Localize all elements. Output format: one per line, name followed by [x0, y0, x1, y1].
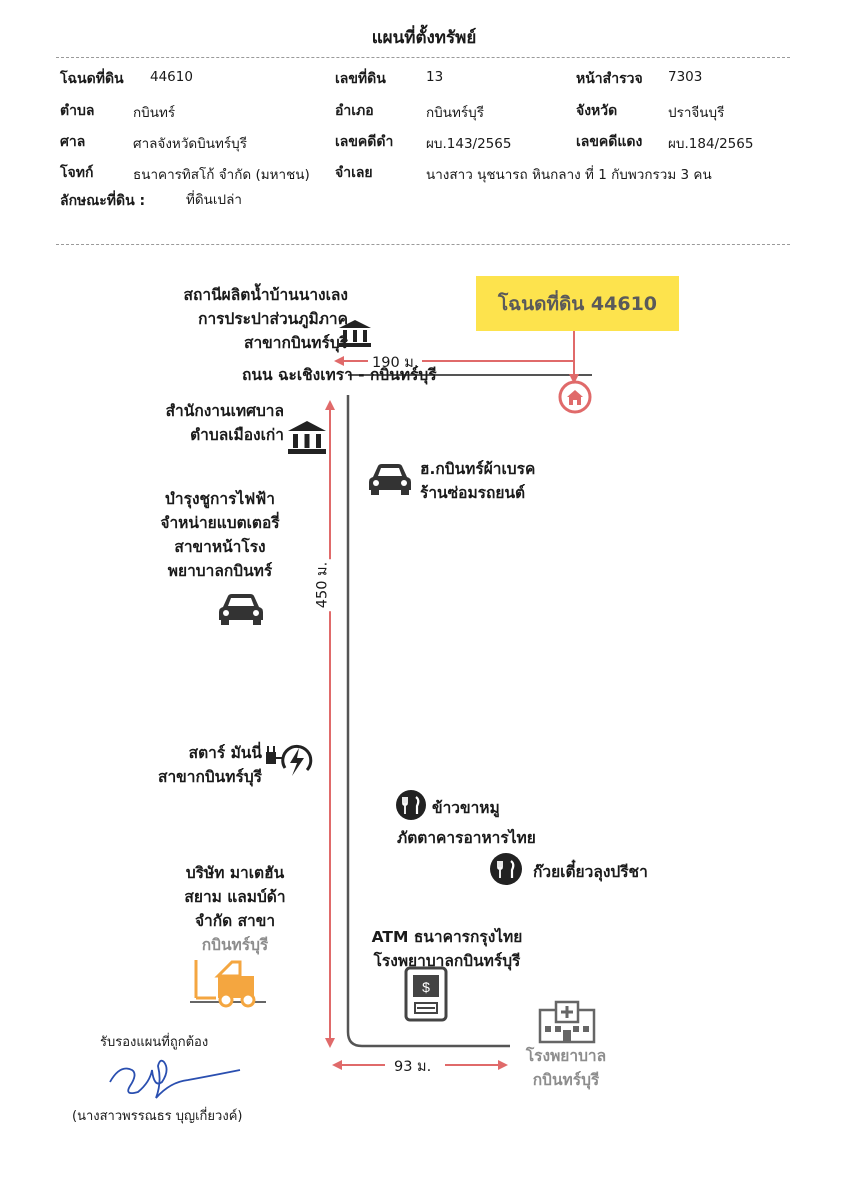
landmark-line: สตาร์ มันนี่	[188, 744, 262, 762]
landmark-line: กบินทร์บุรี	[532, 1071, 600, 1089]
restaurant-icon	[490, 853, 522, 885]
landmark-line: จำกัด สาขา	[194, 912, 276, 930]
charging-plug-icon	[266, 744, 313, 776]
landmark-noodle-shop: ก๊วยเตี๋ยวลุงปรีชา	[533, 863, 648, 881]
landmark-line: ฮ.กบินทร์ผ้าเบรค	[420, 460, 536, 478]
deed-label: โฉนดที่ดิน	[60, 71, 124, 87]
forklift-icon	[190, 960, 266, 1008]
top-divider	[56, 57, 790, 58]
page-title: แผนที่ตั้งทรัพย์	[371, 28, 477, 48]
landmark-star-money: สตาร์ มันนี่ สาขากบินทร์บุรี	[110, 741, 262, 789]
black-case-value: ผบ.143/2565	[426, 136, 512, 152]
landmark-line: การประปาส่วนภูมิภาค	[198, 310, 348, 328]
road-lines	[346, 374, 592, 1048]
svg-text:$: $	[422, 979, 430, 995]
landmark-atm: ATM ธนาคารกรุงไทย โรงพยาบาลกบินทร์บุรี	[362, 925, 532, 973]
plaintiff-value: ธนาคารทิสโก้ จำกัด (มหาชน)	[133, 167, 310, 183]
landmark-battery-shop: บำรุงชูการไฟฟ้า จำหน่ายแบตเตอรี่ สาขาหน้…	[130, 487, 310, 583]
land-type-value: ที่ดินเปล่า	[186, 192, 242, 208]
landmark-khao-kha-mu: ข้าวขาหมู	[432, 799, 500, 817]
restaurant-icon	[396, 790, 426, 820]
survey-value: 7303	[668, 69, 703, 85]
landmark-line: สาขาหน้าโรง	[174, 538, 266, 556]
house-marker-icon	[558, 380, 592, 414]
landmark-line: บริษัท มาเตฮัน	[185, 864, 285, 882]
red-case-label: เลขคดีแดง	[576, 134, 643, 150]
certify-text: รับรองแผนที่ถูกต้อง	[100, 1035, 209, 1050]
province-value: ปราจีนบุรี	[668, 105, 725, 121]
atm-icon: $	[404, 966, 448, 1022]
province-label: จังหวัด	[576, 103, 618, 119]
landmark-line: บำรุงชูการไฟฟ้า	[165, 490, 275, 508]
landmark-brake-shop: ฮ.กบินทร์ผ้าเบรค ร้านซ่อมรถยนต์	[420, 457, 535, 505]
subdistrict-value: กบินทร์	[133, 105, 176, 121]
plaintiff-label: โจทก์	[60, 165, 94, 181]
hospital-icon	[538, 1000, 596, 1044]
district-label: อำเภอ	[335, 103, 374, 119]
landmark-line: สาขากบินทร์บุรี	[244, 334, 348, 352]
landmark-line: ตำบลเมืองเก่า	[190, 426, 284, 444]
road-label: ถนน ฉะเชิงเทรา - กบินทร์บุรี	[242, 366, 437, 384]
car-icon	[369, 464, 411, 495]
bank-icon	[288, 421, 326, 454]
landmark-line: จำหน่ายแบตเตอรี่	[160, 514, 280, 532]
court-label: ศาล	[60, 134, 86, 150]
distance-bottom: 93 ม.	[390, 1055, 436, 1078]
map-divider	[56, 244, 790, 245]
defendant-value: นางสาว นุชนารถ หินกลาง ที่ 1 กับพวกรวม 3…	[426, 167, 712, 183]
landmark-thai-restaurant: ภัตตาคารอาหารไทย	[397, 829, 536, 847]
landmark-company: บริษัท มาเตฮัน สยาม แลมบ์ด้า จำกัด สาขา …	[150, 861, 320, 957]
land-no-value: 13	[426, 69, 444, 85]
land-no-label: เลขที่ดิน	[335, 71, 386, 87]
landmark-line: สำนักงานเทศบาล	[165, 402, 284, 420]
landmark-line: ร้านซ่อมรถยนต์	[420, 484, 526, 502]
landmark-line: ATM ธนาคารกรุงไทย	[371, 928, 523, 946]
landmark-line: สยาม แลมบ์ด้า	[184, 888, 286, 906]
landmark-line: โรงพยาบาลกบินทร์บุรี	[373, 952, 521, 970]
survey-label: หน้าสำรวจ	[576, 71, 643, 87]
landmark-water-authority: สถานีผลิตน้ำบ้านนางเลง การประปาส่วนภูมิภ…	[90, 283, 348, 355]
subdistrict-label: ตำบล	[60, 103, 95, 119]
landmark-line: พยาบาลกบินทร์	[167, 562, 273, 580]
signature-image	[109, 1059, 241, 1099]
distance-arrows	[325, 318, 579, 1070]
property-deed-label: โฉนดที่ดิน 44610	[476, 276, 679, 331]
landmark-line: สถานีผลิตน้ำบ้านนางเลง	[183, 286, 348, 304]
defendant-label: จำเลย	[335, 165, 373, 181]
signer-name: (นางสาวพรรณธร บุญเกี่ยวงค์)	[72, 1109, 243, 1124]
landmark-municipal-office: สำนักงานเทศบาล ตำบลเมืองเก่า	[110, 399, 284, 447]
bank-icon	[339, 320, 371, 347]
black-case-label: เลขคดีดำ	[335, 134, 394, 150]
court-value: ศาลจังหวัดบินทร์บุรี	[133, 136, 247, 152]
landmark-hospital: โรงพยาบาล กบินทร์บุรี	[506, 1044, 626, 1092]
landmark-line: สาขากบินทร์บุรี	[158, 768, 262, 786]
land-type-label: ลักษณะที่ดิน :	[60, 193, 146, 209]
distance-top: 190 ม.	[368, 351, 423, 374]
district-value: กบินทร์บุรี	[426, 105, 484, 121]
red-case-value: ผบ.184/2565	[668, 136, 754, 152]
car-icon	[219, 594, 263, 625]
deed-value: 44610	[150, 69, 193, 85]
distance-side: 450 ม.	[310, 558, 334, 612]
landmark-line: โรงพยาบาล	[525, 1047, 607, 1065]
landmark-line: กบินทร์บุรี	[201, 936, 269, 954]
